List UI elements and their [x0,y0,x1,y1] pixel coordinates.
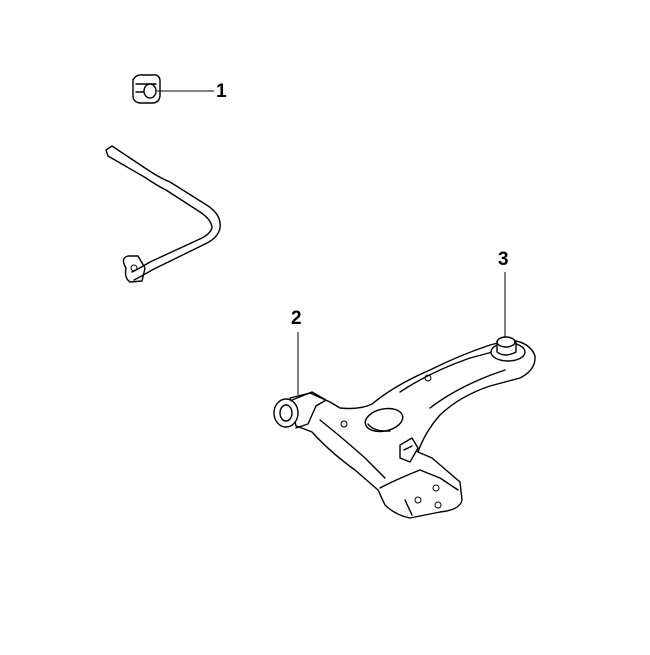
callout-label-3: 3 [498,249,509,270]
stabilizer-bushing [132,74,214,104]
lower-control-arm [273,336,536,519]
callout-label-2: 2 [291,308,302,329]
stabilizer-bar [105,145,221,283]
callout-label-1: 1 [216,81,227,102]
